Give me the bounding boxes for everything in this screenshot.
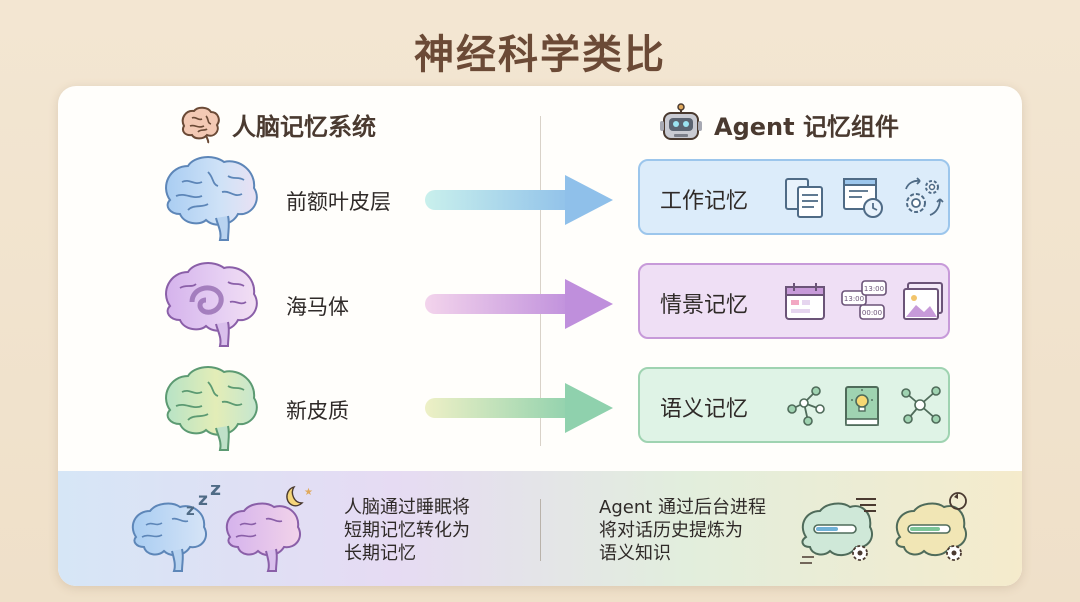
svg-text:z: z [198,490,208,510]
arrow-working [425,175,613,225]
memory-label-working: 工作记忆 [660,189,749,214]
page-title: 神经科学类比 [414,32,666,78]
working-memory-box: 工作记忆 [638,159,950,235]
svg-text:★: ★ [304,487,313,498]
processing-brain-icon [800,498,876,564]
idea-book-icon [845,386,879,426]
consolidation-band: z z z ★ 人脑通过睡眠将 短期记忆转化为 长期记忆 Agent 通过后台进… [58,471,1022,586]
svg-text:13:00: 13:00 [864,285,884,293]
prefrontal-cortex-brain-icon [165,156,258,241]
brain-label-neocortex: 新皮质 [286,399,349,423]
brain-label-hippocampus: 海马体 [286,295,349,319]
background-process-text: Agent 通过后台进程 将对话历史提炼为 语义知识 [599,497,767,564]
left-column-header: 人脑记忆系统 [178,104,376,144]
bottom-divider [540,499,541,561]
robot-icon [660,103,702,140]
svg-text:00:00: 00:00 [862,309,882,317]
memory-label-episodic: 情景记忆 [660,293,749,318]
neocortex-brain-icon [165,366,258,451]
svg-text:z: z [186,501,195,519]
network-graph-icon [901,386,941,424]
hippocampus-brain-icon [165,262,258,347]
chat-timestamps-icon: 13:00 13:00 00:00 [841,280,887,320]
memory-label-semantic: 语义记忆 [660,397,749,422]
episodic-memory-box: 情景记忆 13:00 13:00 00:00 [638,263,950,339]
sleeping-brain-icon: z z z [131,485,221,572]
analogy-card: 人脑记忆系统 Agent 记忆组件 前额叶皮层 [58,86,1022,586]
calendar-icon [785,283,825,320]
left-header-label: 人脑记忆系统 [232,112,376,141]
brain-icon [181,106,220,144]
clock-document-icon [843,178,883,218]
sleep-consolidation-text: 人脑通过睡眠将 短期记忆转化为 长期记忆 [344,497,470,564]
network-graph-icon [787,386,825,426]
arrow-episodic [425,279,613,329]
semantic-memory-box: 语义记忆 [638,367,950,443]
arrow-semantic [425,383,613,433]
svg-text:13:00: 13:00 [844,295,864,303]
right-header-label: Agent 记忆组件 [714,112,899,141]
gears-cycle-icon [905,177,944,216]
column-divider [540,116,541,446]
photos-icon [903,282,943,320]
svg-text:z: z [210,485,221,500]
moon-brain-icon: ★ [225,485,313,572]
brain-label-prefrontal: 前额叶皮层 [286,190,391,214]
sync-brain-icon [895,492,968,561]
right-column-header: Agent 记忆组件 [658,103,899,144]
documents-icon [785,178,823,218]
